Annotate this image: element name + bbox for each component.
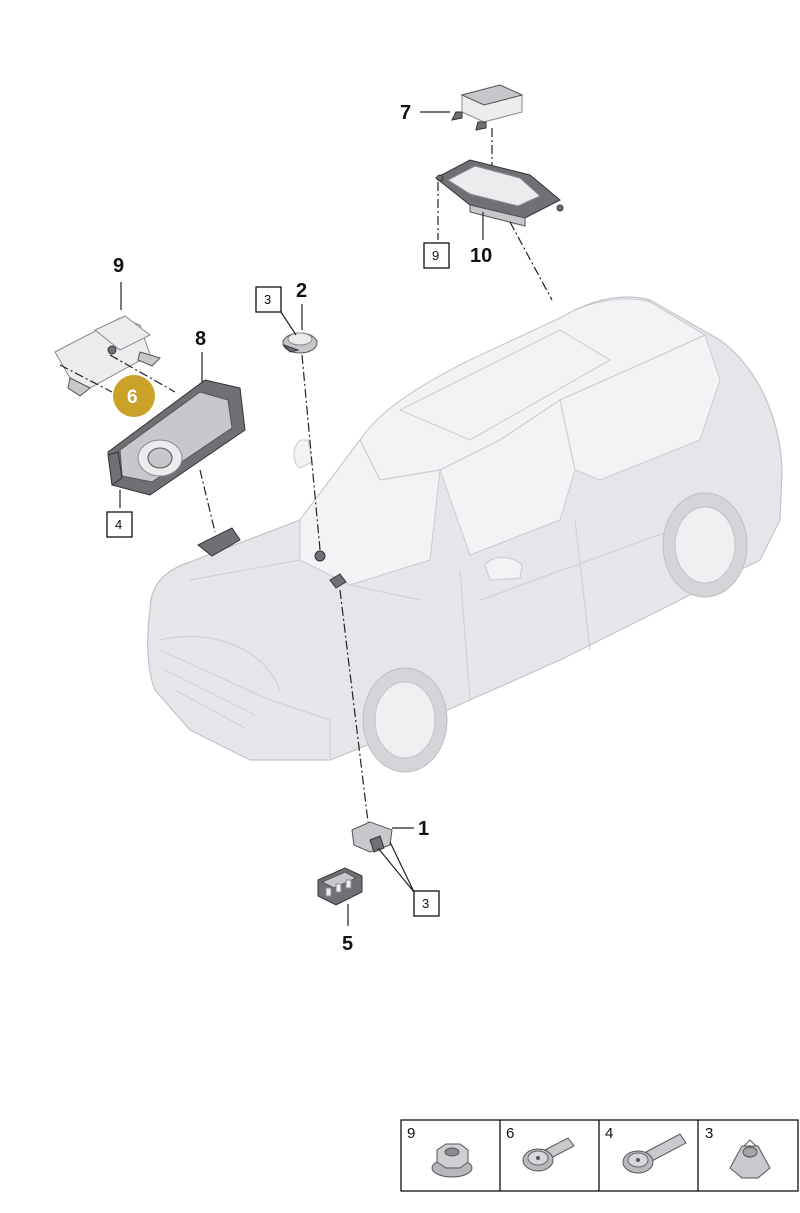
legend-cell-4[interactable]: 4 <box>605 1125 687 1174</box>
module-mount-on-car <box>197 527 241 557</box>
ref-box-4 <box>106 511 133 538</box>
ref-box-4-label: 4 <box>115 517 122 532</box>
legend-cell-9[interactable]: 9 <box>407 1125 473 1178</box>
assembly-line-10-car <box>509 221 553 301</box>
leader-line-box-3-lower-a <box>377 847 415 893</box>
assembly-line-9-b <box>109 354 176 393</box>
part-10-bracket[interactable] <box>435 159 564 227</box>
assembly-line-1 <box>339 589 369 823</box>
part-9-bracket[interactable] <box>54 315 161 397</box>
callout-2: 2 <box>296 280 307 302</box>
assembly-line-2 <box>301 354 321 551</box>
legend-cell-9-label: 9 <box>407 1125 415 1142</box>
callout-9: 9 <box>113 255 124 277</box>
ref-box-3-lower-label: 3 <box>422 896 429 911</box>
part-5-connector[interactable] <box>317 867 363 906</box>
ref-box-9-upper-label: 9 <box>432 248 439 263</box>
callout-5: 5 <box>342 933 353 955</box>
leader-line-box-3-upper <box>280 311 297 336</box>
legend-cell-4-label: 4 <box>605 1125 613 1142</box>
legend-cell-6[interactable]: 6 <box>506 1125 575 1172</box>
long-bolt-icon <box>622 1133 687 1174</box>
ref-box-3-lower <box>413 890 440 917</box>
short-bolt-icon <box>522 1137 575 1172</box>
part-1-sensor-bracket[interactable] <box>351 821 393 853</box>
legend-cell-3[interactable]: 3 <box>705 1125 771 1179</box>
callout-7: 7 <box>400 102 411 124</box>
legend-cell-6-label: 6 <box>506 1125 514 1142</box>
ref-box-9-upper <box>423 242 450 269</box>
callout-10: 10 <box>470 245 492 267</box>
flange-nut-icon <box>431 1143 473 1178</box>
sensor-mount-point <box>314 550 326 562</box>
highlight-marker-6[interactable] <box>113 375 155 417</box>
part-2-sensor[interactable] <box>282 332 318 354</box>
part-8-module[interactable] <box>107 379 246 496</box>
leader-line-box-3-lower-b <box>389 841 415 893</box>
assembly-line-9-a <box>59 364 113 393</box>
callout-6-highlight: 6 <box>127 387 138 408</box>
assembly-line-8 <box>199 469 216 533</box>
hex-nut-icon <box>729 1139 771 1179</box>
vehicle-illustration <box>147 296 783 773</box>
legend-cell-3-label: 3 <box>705 1125 713 1142</box>
callout-8: 8 <box>195 328 206 350</box>
sensor-mount-point-lower <box>329 573 347 589</box>
ref-box-3-upper <box>255 286 282 313</box>
ref-box-3-upper-label: 3 <box>264 292 271 307</box>
callout-1: 1 <box>418 818 429 840</box>
part-7-control-unit[interactable] <box>451 84 524 131</box>
fastener-legend: 9 6 4 3 <box>400 1119 799 1192</box>
